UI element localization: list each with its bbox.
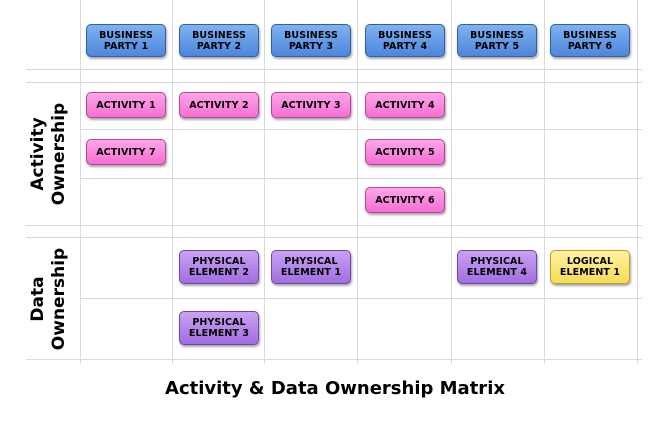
business-party-4: BUSINESS PARTY 4 [365, 24, 445, 57]
business-party-5: BUSINESS PARTY 5 [457, 24, 537, 57]
activity-7: ACTIVITY 7 [86, 139, 166, 165]
data-ownership-label: Data Ownership [28, 247, 69, 351]
logical-element-1: LOGICAL ELEMENT 1 [550, 250, 630, 284]
business-party-6: BUSINESS PARTY 6 [550, 24, 630, 57]
business-party-2: BUSINESS PARTY 2 [179, 24, 259, 57]
physical-element-2: PHYSICAL ELEMENT 2 [179, 250, 259, 284]
activity-4: ACTIVITY 4 [365, 92, 445, 118]
business-party-1: BUSINESS PARTY 1 [86, 24, 166, 57]
matrix-title: Activity & Data Ownership Matrix [165, 378, 505, 399]
activity-6: ACTIVITY 6 [365, 187, 445, 213]
business-party-3: BUSINESS PARTY 3 [271, 24, 351, 57]
physical-element-4: PHYSICAL ELEMENT 4 [457, 250, 537, 284]
physical-element-1: PHYSICAL ELEMENT 1 [271, 250, 351, 284]
activity-1: ACTIVITY 1 [86, 92, 166, 118]
activity-ownership-label: Activity Ownership [28, 102, 69, 206]
activity-3: ACTIVITY 3 [271, 92, 351, 118]
activity-5: ACTIVITY 5 [365, 139, 445, 165]
activity-2: ACTIVITY 2 [179, 92, 259, 118]
physical-element-3: PHYSICAL ELEMENT 3 [179, 311, 259, 345]
